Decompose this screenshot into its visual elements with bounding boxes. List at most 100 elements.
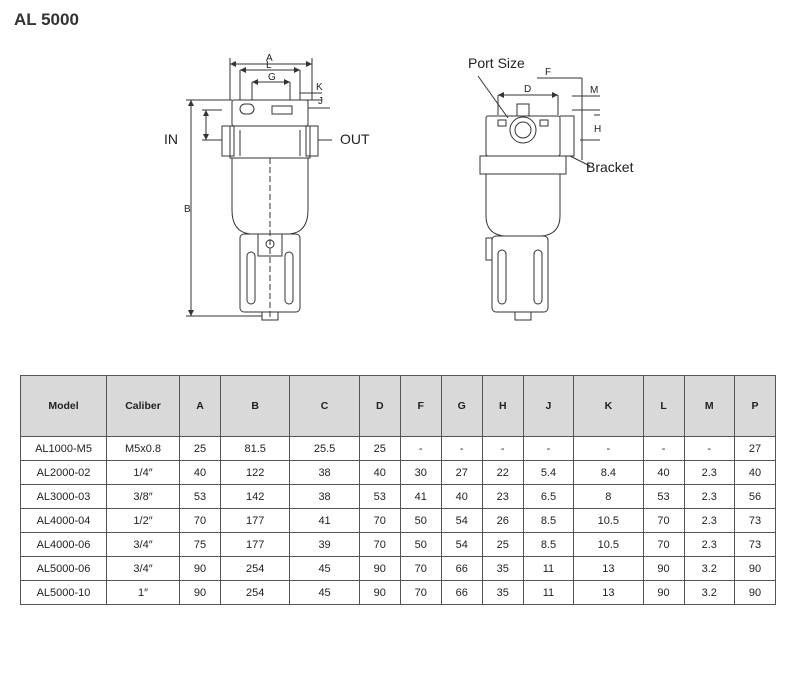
- value-cell: 13: [573, 580, 644, 605]
- value-cell: 11: [522, 580, 575, 605]
- value-cell: -: [573, 436, 644, 461]
- side-view: [477, 75, 600, 321]
- column-header-d: D: [358, 375, 401, 437]
- value-cell: 41: [399, 484, 442, 509]
- value-cell: 45: [289, 556, 360, 581]
- column-header-model: Model: [20, 375, 107, 437]
- column-header-m: M: [683, 375, 735, 437]
- value-cell: 38: [289, 460, 360, 485]
- value-cell: 53: [179, 484, 221, 509]
- value-cell: -: [642, 436, 685, 461]
- caliber-cell: 1/2″: [106, 508, 180, 533]
- column-header-c: C: [289, 375, 360, 437]
- value-cell: 73: [733, 532, 777, 557]
- in-label: IN: [164, 131, 178, 147]
- column-header-caliber: Caliber: [106, 375, 180, 437]
- value-cell: 25: [358, 436, 401, 461]
- value-cell: 2.3: [683, 508, 735, 533]
- caliber-cell: 3/8″: [106, 484, 180, 509]
- value-cell: 177: [219, 532, 291, 557]
- value-cell: 25.5: [289, 436, 360, 461]
- value-cell: 45: [289, 580, 360, 605]
- value-cell: 75: [179, 532, 221, 557]
- value-cell: 90: [733, 580, 777, 605]
- value-cell: 70: [642, 532, 685, 557]
- value-cell: 35: [481, 580, 524, 605]
- value-cell: 53: [358, 484, 401, 509]
- value-cell: 2.3: [683, 532, 735, 557]
- dim-h: H: [594, 124, 601, 135]
- value-cell: 40: [358, 460, 401, 485]
- dim-d: D: [524, 84, 531, 95]
- caliber-cell: 3/4″: [106, 556, 180, 581]
- value-cell: 2.3: [683, 484, 735, 509]
- column-header-l: L: [642, 375, 685, 437]
- column-header-k: K: [573, 375, 644, 437]
- dim-k: K: [316, 82, 323, 93]
- dim-f: F: [545, 67, 551, 78]
- value-cell: -: [522, 436, 575, 461]
- value-cell: 73: [733, 508, 777, 533]
- bracket-label: Bracket: [586, 159, 634, 175]
- value-cell: 39: [289, 532, 360, 557]
- front-view: [186, 58, 332, 321]
- value-cell: 50: [399, 532, 442, 557]
- value-cell: 70: [399, 556, 442, 581]
- dim-l: L: [266, 60, 272, 71]
- value-cell: 10.5: [573, 532, 644, 557]
- value-cell: 35: [481, 556, 524, 581]
- dim-m: M: [590, 85, 598, 96]
- value-cell: 40: [642, 460, 685, 485]
- value-cell: 25: [179, 436, 221, 461]
- caliber-cell: M5x0.8: [106, 436, 180, 461]
- value-cell: 8.5: [522, 532, 575, 557]
- model-cell: AL1000-M5: [20, 436, 107, 461]
- value-cell: 70: [399, 580, 442, 605]
- value-cell: -: [683, 436, 735, 461]
- value-cell: 8.4: [573, 460, 644, 485]
- model-cell: AL3000-03: [20, 484, 107, 509]
- value-cell: 11: [522, 556, 575, 581]
- value-cell: 10.5: [573, 508, 644, 533]
- model-cell: AL4000-06: [20, 532, 107, 557]
- value-cell: 90: [179, 556, 221, 581]
- caliber-cell: 1/4″: [106, 460, 180, 485]
- column-header-h: H: [481, 375, 524, 437]
- value-cell: 81.5: [219, 436, 291, 461]
- value-cell: 27: [733, 436, 777, 461]
- value-cell: 70: [358, 508, 401, 533]
- value-cell: 40: [179, 460, 221, 485]
- value-cell: 3.2: [683, 556, 735, 581]
- value-cell: 6.5: [522, 484, 575, 509]
- column-header-j: J: [522, 375, 575, 437]
- page-title: AL 5000: [14, 10, 79, 29]
- value-cell: 90: [733, 556, 777, 581]
- value-cell: 142: [219, 484, 291, 509]
- model-cell: AL4000-04: [20, 508, 107, 533]
- value-cell: -: [399, 436, 442, 461]
- value-cell: 13: [573, 556, 644, 581]
- dim-b: B: [184, 204, 191, 215]
- value-cell: 25: [481, 532, 524, 557]
- model-cell: AL2000-02: [20, 460, 107, 485]
- value-cell: -: [481, 436, 524, 461]
- dimension-drawing: A L G K J B F D M H IN OUT Port Size Bra…: [164, 53, 634, 321]
- value-cell: 66: [440, 580, 483, 605]
- value-cell: 50: [399, 508, 442, 533]
- model-cell: AL5000-06: [20, 556, 107, 581]
- dim-a: A: [266, 53, 273, 64]
- value-cell: 90: [358, 556, 401, 581]
- value-cell: 40: [733, 460, 777, 485]
- column-header-a: A: [179, 375, 221, 437]
- value-cell: 5.4: [522, 460, 575, 485]
- value-cell: 8: [573, 484, 644, 509]
- dim-j: J: [318, 96, 323, 107]
